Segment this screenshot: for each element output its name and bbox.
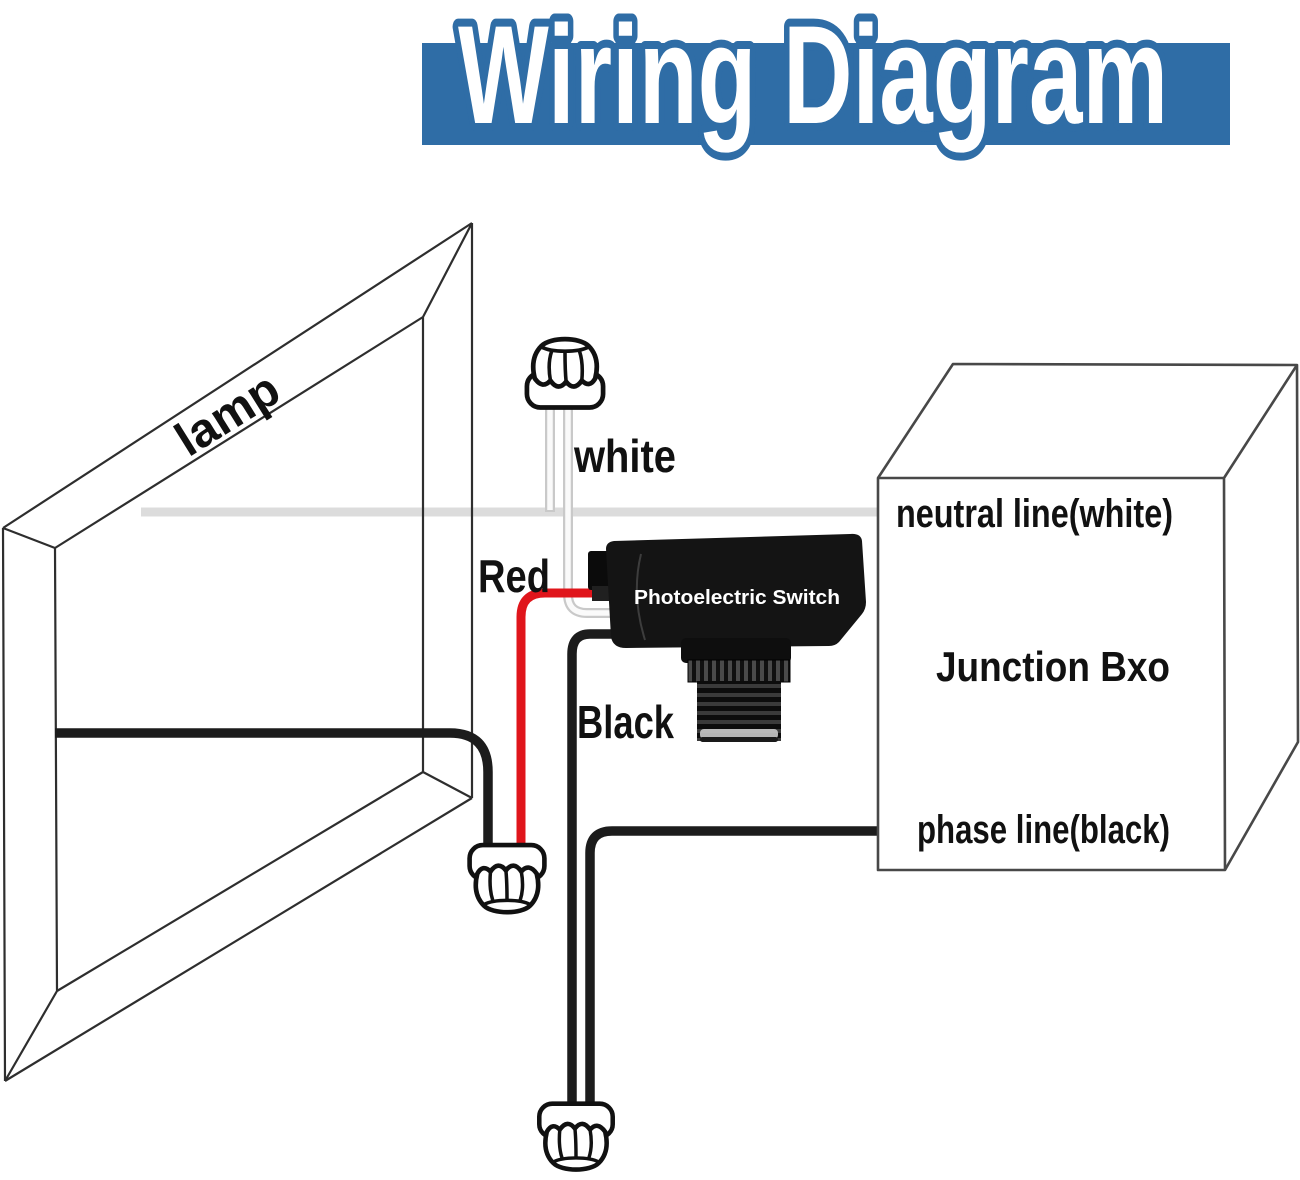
switch-black-wire: [567, 629, 620, 1115]
black-wires: [55, 629, 890, 1115]
phase-black-wire: [585, 826, 890, 1115]
switch-collar: [681, 638, 791, 663]
phase-line-label: phase line(black): [917, 808, 1170, 852]
lamp-black-wire: [55, 728, 493, 856]
page-title: Wiring Diagram: [458, 0, 1168, 153]
header-banner: Wiring Diagram: [422, 0, 1230, 161]
red-wire: [516, 588, 620, 856]
switch-body: [606, 533, 866, 648]
junction-box: neutral line(white) Junction Bxo phase l…: [876, 362, 1300, 872]
wire-nut-bottom-icon: [539, 1104, 612, 1170]
switch-side-tab: [588, 551, 612, 590]
header-banner-background: [422, 43, 1230, 145]
white-wire-label: white: [573, 430, 676, 482]
lamp-outline: [1, 222, 474, 1082]
photoelectric-switch-label: Photoelectric Switch: [634, 586, 840, 609]
switch-body-highlight: [635, 553, 646, 641]
switch-sensor-ring: [700, 729, 778, 739]
neutral-line-label: neutral line(white): [896, 492, 1173, 536]
red-wire-label: Red: [478, 550, 550, 602]
switch-side-tab-step: [592, 586, 612, 601]
wire-nut-middle-icon: [470, 845, 545, 912]
lamp-label: lamp: [166, 363, 289, 467]
junction-box-label: Junction Bxo: [936, 643, 1170, 690]
wire-nut-top-icon: [527, 339, 603, 407]
switch-knurled-ring: [687, 659, 791, 683]
junction-box-silhouette: [876, 362, 1300, 872]
photoelectric-switch: Photoelectric Switch: [588, 533, 866, 742]
black-wire-label: Black: [577, 696, 674, 748]
junction-box-inner-edges: [878, 364, 1299, 871]
switch-stem-bottom-edge: [700, 737, 778, 742]
